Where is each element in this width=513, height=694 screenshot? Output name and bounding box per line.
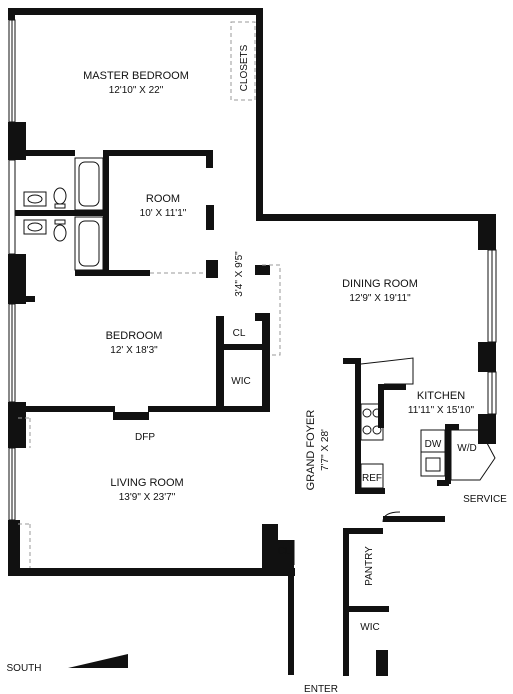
toilet-lower bbox=[53, 224, 67, 242]
sink-lower bbox=[23, 219, 47, 235]
closet-lower-label: CL bbox=[278, 546, 291, 557]
bath-fixtures bbox=[23, 157, 104, 271]
refrigerator-label: REF bbox=[362, 473, 382, 484]
compass-label: SOUTH bbox=[7, 663, 42, 674]
grand-foyer-name: GRAND FOYER bbox=[305, 410, 317, 491]
master-bedroom-dims: 12'10" X 22" bbox=[109, 85, 164, 96]
service-entrance-label: SERVICE bbox=[463, 494, 507, 505]
dining-room-dims: 12'9" X 19'11" bbox=[349, 293, 411, 304]
service-door-swing bbox=[382, 511, 401, 523]
bedroom-name: BEDROOM bbox=[106, 330, 163, 342]
dishwasher-sink-unit bbox=[420, 429, 446, 477]
wic-upper-label: WIC bbox=[231, 376, 250, 387]
pantry-label: PANTRY bbox=[364, 546, 375, 586]
bathtub-lower bbox=[74, 216, 104, 271]
master-bedroom-name: MASTER BEDROOM bbox=[83, 70, 189, 82]
wic-lower-label: WIC bbox=[360, 622, 379, 633]
hall-dims: 3'4" X 9'5" bbox=[234, 251, 245, 297]
living-room-dims: 13'9" X 23'7" bbox=[119, 492, 176, 503]
living-room-name: LIVING ROOM bbox=[110, 477, 183, 489]
kitchen-dims: 11'11" X 15'10" bbox=[408, 405, 475, 416]
refrigerator bbox=[360, 463, 384, 489]
sink-upper bbox=[23, 191, 47, 207]
kitchen-fixtures bbox=[293, 357, 496, 565]
bathtub-upper bbox=[74, 157, 104, 211]
dining-room-name: DINING ROOM bbox=[342, 278, 418, 290]
washer-dryer-label: W/D bbox=[457, 443, 476, 454]
kitchen-name: KITCHEN bbox=[417, 390, 465, 402]
bedroom-dims: 12' X 18'3" bbox=[110, 345, 158, 356]
windows bbox=[8, 19, 497, 521]
dishwasher-label: DW bbox=[425, 439, 442, 450]
toilet-upper bbox=[53, 187, 67, 205]
grand-foyer-dims: 7'7" X 28' bbox=[320, 429, 331, 471]
walls bbox=[8, 8, 496, 676]
washer-dryer bbox=[450, 429, 496, 481]
stove bbox=[360, 403, 384, 441]
room-dims: 10' X 11'1" bbox=[140, 208, 187, 219]
fireplace-label: DFP bbox=[135, 432, 155, 443]
openings bbox=[18, 21, 281, 568]
south-arrow-icon bbox=[68, 654, 128, 668]
closets-label: CLOSETS bbox=[239, 44, 250, 91]
closet-upper-label: CL bbox=[233, 328, 246, 339]
room-name: ROOM bbox=[146, 193, 180, 205]
entrance-label: ENTER bbox=[304, 684, 338, 694]
